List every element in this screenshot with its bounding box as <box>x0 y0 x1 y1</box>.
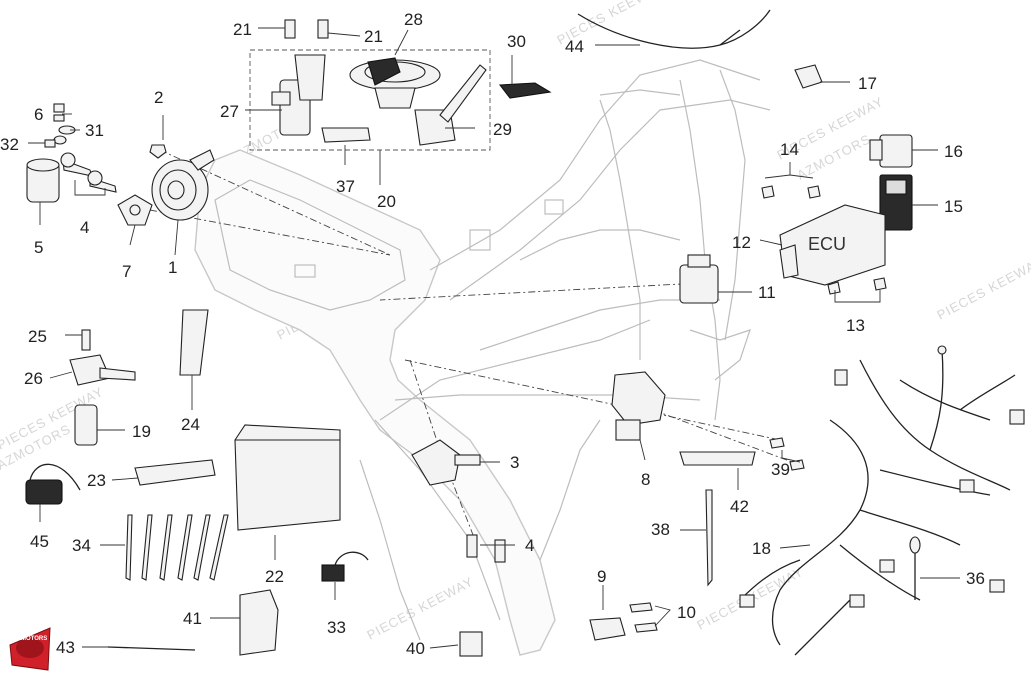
callout-38: 38 <box>651 520 670 539</box>
callout-2: 2 <box>154 88 163 107</box>
injector-part <box>69 329 136 446</box>
relay-part-17 <box>794 64 823 89</box>
callout-20: 20 <box>377 192 396 211</box>
module-part-16 <box>869 134 913 168</box>
ecu-label: ECU <box>808 234 846 254</box>
callout-22: 22 <box>265 567 284 586</box>
battery-part <box>234 424 341 531</box>
clip-part-37 <box>321 127 371 143</box>
callout-7: 7 <box>122 262 131 281</box>
cap-part <box>117 194 153 226</box>
brand-logo: AZMOTORS <box>9 627 51 671</box>
callout-5: 5 <box>34 238 43 257</box>
callout-21: 21 <box>233 20 252 39</box>
cable-ties <box>125 514 229 581</box>
callout-12: 12 <box>732 233 751 252</box>
plate-part-42 <box>679 451 756 466</box>
assembly-group-20-box <box>249 49 491 151</box>
tank-cap-part <box>349 57 441 109</box>
callout-37: 37 <box>336 177 355 196</box>
callout-41: 41 <box>183 609 202 628</box>
callout-33: 33 <box>327 618 346 637</box>
callout-27: 27 <box>220 102 239 121</box>
relay-part-40 <box>459 631 483 657</box>
horn-part <box>151 149 215 221</box>
callout-30: 30 <box>507 32 526 51</box>
callout-9: 9 <box>597 567 606 586</box>
sensor-part-9 <box>589 602 658 641</box>
callout-39: 39 <box>771 460 790 479</box>
callout-29: 29 <box>493 120 512 139</box>
cable-tie-part <box>705 489 713 587</box>
callout-44: 44 <box>565 37 584 56</box>
strap-part-24 <box>179 309 209 376</box>
sensor-part-45 <box>25 463 81 505</box>
bolt-part <box>769 437 805 471</box>
callout-labels: 1 2 3 4 4 5 6 7 8 9 10 11 12 13 14 15 16… <box>0 10 985 658</box>
callout-19: 19 <box>132 422 151 441</box>
callout-18: 18 <box>752 539 771 558</box>
callout-4: 4 <box>80 218 89 237</box>
bolt-part <box>761 185 887 295</box>
watermark-text: PIECES KEEWAY <box>364 574 476 643</box>
wiring-harness-part <box>739 345 1025 656</box>
connector-part-11 <box>679 254 719 304</box>
watermark-text: PIECES KEEWAY <box>934 254 1031 323</box>
relay-part-41 <box>239 589 279 656</box>
clip-part-36 <box>909 536 921 600</box>
callout-17: 17 <box>858 74 877 93</box>
callout-1: 1 <box>168 258 177 277</box>
callout-10: 10 <box>677 603 696 622</box>
bolt-part <box>466 534 506 563</box>
callout-23: 23 <box>87 471 106 490</box>
bracket-part-8 <box>611 371 666 441</box>
callout-11: 11 <box>758 283 776 302</box>
ignition-switch-part <box>26 158 60 203</box>
rod-part-43 <box>107 646 196 651</box>
callout-34: 34 <box>72 536 91 555</box>
logo-text: AZMOTORS <box>13 636 47 642</box>
callout-3: 3 <box>510 453 519 472</box>
callout-8: 8 <box>641 470 650 489</box>
callout-24: 24 <box>181 415 200 434</box>
fuel-sender-part <box>414 64 487 146</box>
callout-40: 40 <box>406 639 425 658</box>
module-part-15 <box>879 174 913 231</box>
callout-15: 15 <box>944 197 963 216</box>
callout-4: 4 <box>525 536 534 555</box>
callout-42: 42 <box>730 497 749 516</box>
callout-43: 43 <box>56 638 75 657</box>
sensor-part-33 <box>321 551 369 582</box>
callout-6: 6 <box>34 105 43 124</box>
callout-26: 26 <box>24 369 43 388</box>
callout-36: 36 <box>966 569 985 588</box>
callout-45: 45 <box>30 532 49 551</box>
fuse-part <box>498 82 552 99</box>
strap-part-23 <box>134 459 216 486</box>
bolt-part <box>149 144 167 159</box>
callout-28: 28 <box>404 10 423 29</box>
fuel-pump-part <box>271 19 329 136</box>
callout-13: 13 <box>846 316 865 335</box>
small-hardware <box>44 103 117 193</box>
cable-part <box>577 9 771 49</box>
callout-21: 21 <box>364 27 383 46</box>
callout-32: 32 <box>0 135 19 154</box>
ecu-part: ECU <box>779 204 886 286</box>
motorcycle-frame <box>194 59 771 656</box>
callout-25: 25 <box>28 327 47 346</box>
callout-14: 14 <box>780 140 799 159</box>
callout-leaders <box>28 27 960 649</box>
callout-16: 16 <box>944 142 963 161</box>
bracket-part-3 <box>411 439 481 486</box>
callout-31: 31 <box>85 121 104 140</box>
